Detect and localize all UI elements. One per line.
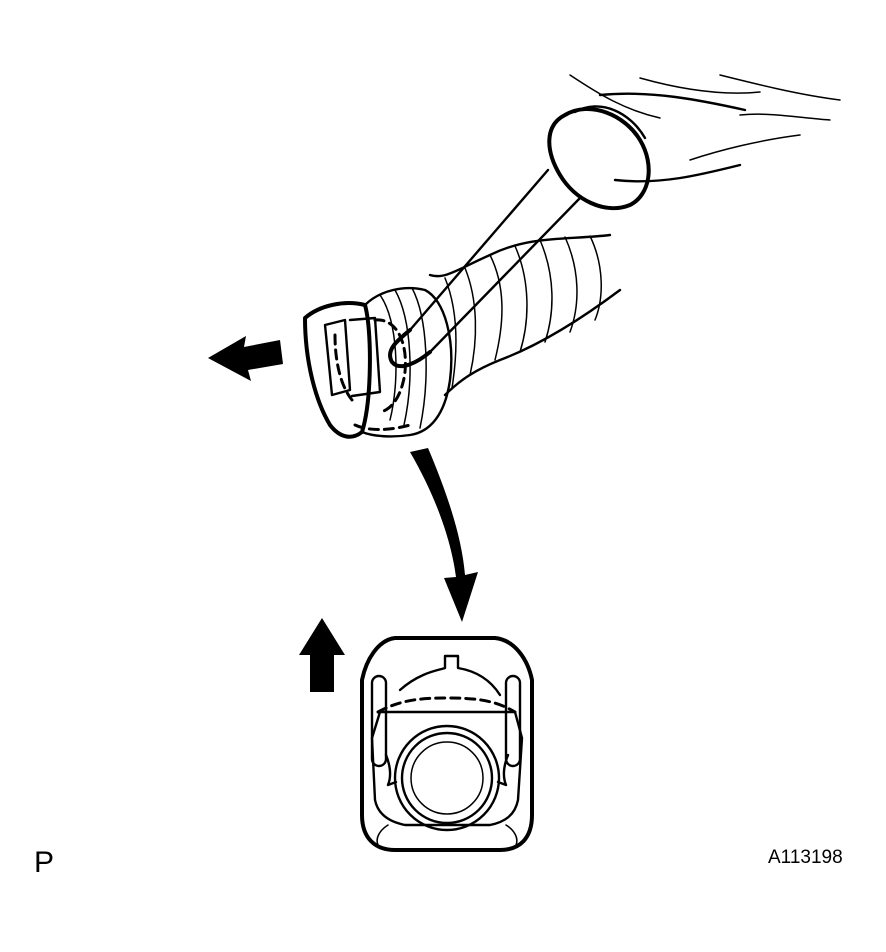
- lock-release-arrow: [299, 618, 345, 692]
- view-label: P: [34, 846, 55, 879]
- connector-body-side-view: [303, 286, 453, 439]
- hand-illustration: [569, 74, 841, 183]
- connector-front-view: [360, 636, 534, 852]
- figure-code: A113198: [768, 847, 843, 868]
- wire-harness-tube: [428, 233, 622, 397]
- screwdriver: [388, 105, 651, 369]
- view-direction-arrow: [410, 448, 478, 622]
- pull-direction-arrow: [208, 336, 283, 381]
